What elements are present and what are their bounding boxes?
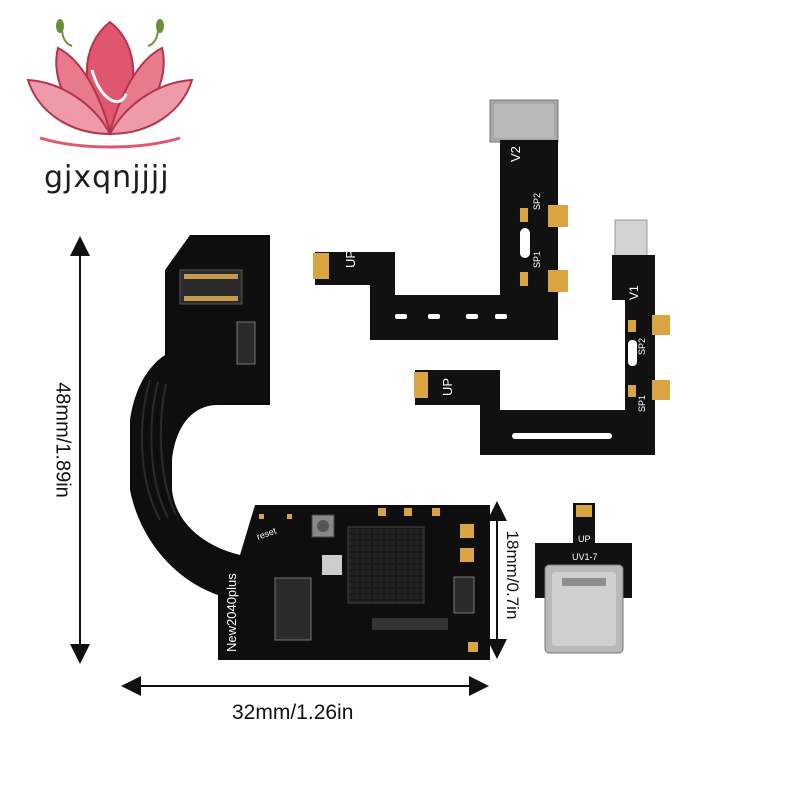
v2-version-label: V2 [508,146,523,162]
v1-up-label: UP [440,378,455,396]
main-board-name-label: New2040plus [224,573,239,652]
v1-version-label: V1 [627,285,641,300]
v1-sp2-label: SP2 [637,338,647,355]
usbc-up-label: UP [578,534,591,544]
v2-sp2-label: SP2 [532,193,542,210]
small-height-dimension-label: 18mm/0.7in [503,530,522,620]
dimension-arrows [70,236,507,696]
v2-flex-board [313,99,568,340]
width-dimension-label: 32mm/1.26in [232,701,354,724]
v1-sp1-label: SP1 [637,395,647,412]
v2-sp1-label: SP1 [532,251,542,268]
usbc-version-label: UV1-7 [572,552,598,562]
main-board [130,235,490,660]
usb-c-board [535,503,632,654]
lotus-logo-icon [26,19,194,149]
brand-text: gjxqnjjjj [44,160,170,195]
v1-flex-board [414,219,670,455]
height-dimension-label: 48mm/1.89in [51,382,74,498]
v2-up-label: UP [343,250,358,268]
